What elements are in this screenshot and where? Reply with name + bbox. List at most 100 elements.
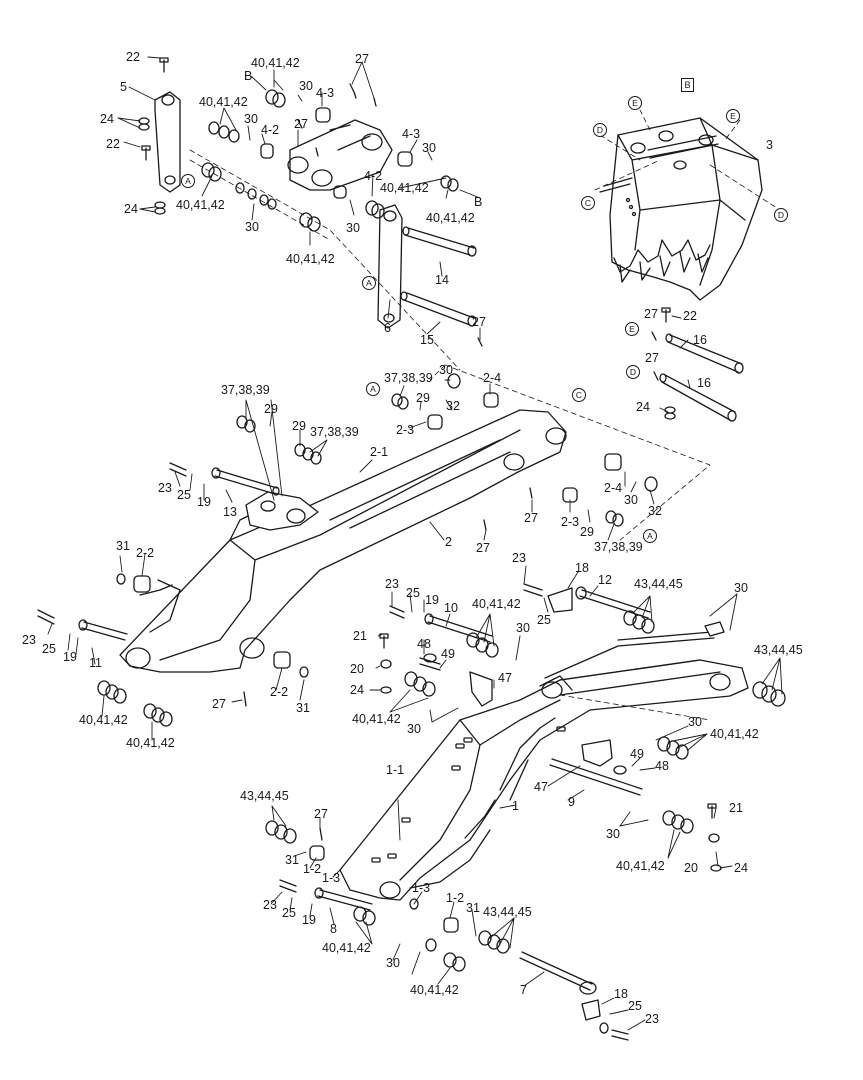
callout-30: 30	[422, 141, 436, 155]
callout-25: 25	[282, 906, 296, 920]
callout-32: 32	[446, 399, 460, 413]
callout-40-41-42: 40,41,42	[286, 252, 335, 266]
callout-2-1: 2-1	[370, 445, 389, 459]
callout-19: 19	[63, 650, 77, 664]
callout-40-41-42: 40,41,42	[126, 736, 175, 750]
callout-43-44-45: 43,44,45	[240, 789, 289, 803]
callout-37-38-39: 37,38,39	[384, 371, 433, 385]
callout-1-3: 1-3	[322, 871, 341, 885]
callout-40-41-42: 40,41,42	[322, 941, 371, 955]
callout-43-44-45: 43,44,45	[634, 577, 683, 591]
ref-marker-a: A	[643, 529, 657, 543]
callout-2-2: 2-2	[270, 685, 289, 699]
callout-4-3: 4-3	[402, 127, 421, 141]
callout-1-2: 1-2	[303, 862, 322, 876]
callout-1-3: 1-3	[412, 881, 431, 895]
callout-30: 30	[346, 221, 360, 235]
callout-2-3: 2-3	[561, 515, 580, 529]
callout-31: 31	[296, 701, 310, 715]
callout-30: 30	[734, 581, 748, 595]
callout-48: 48	[417, 637, 431, 651]
callout-27: 27	[644, 307, 658, 321]
callout-20: 20	[684, 861, 698, 875]
callout-30: 30	[244, 112, 258, 126]
callout-30: 30	[688, 715, 702, 729]
callout-40-41-42: 40,41,42	[380, 181, 429, 195]
callout-30: 30	[606, 827, 620, 841]
callout-9: 9	[568, 795, 575, 809]
callout-25: 25	[537, 613, 551, 627]
bucket-part	[599, 117, 763, 301]
fasteners-part	[37, 57, 722, 1041]
callout-8: 8	[330, 922, 337, 936]
callout-32: 32	[648, 504, 662, 518]
callout-7: 7	[520, 983, 527, 997]
callout-25: 25	[177, 488, 191, 502]
callout-27: 27	[524, 511, 538, 525]
callout-11: 11	[89, 656, 102, 670]
callout-27: 27	[645, 351, 659, 365]
callout-27: 27	[476, 541, 490, 555]
callout-27: 27	[314, 807, 328, 821]
callout-40-41-42: 40,41,42	[472, 597, 521, 611]
callout-24: 24	[124, 202, 138, 216]
callout-30: 30	[624, 493, 638, 507]
callout-40-41-42: 40,41,42	[251, 56, 300, 70]
callout-2-2: 2-2	[136, 546, 155, 560]
ref-marker-a: A	[181, 174, 195, 188]
ref-marker-d: D	[774, 208, 788, 222]
callout-1: 1	[512, 799, 519, 813]
callout-47: 47	[498, 671, 512, 685]
callout-b: B	[244, 69, 253, 83]
callout-4-3: 4-3	[316, 86, 335, 100]
callout-47: 47	[534, 780, 548, 794]
callout-49: 49	[630, 747, 644, 761]
callout-13: 13	[223, 505, 237, 519]
callout-4-2: 4-2	[261, 123, 280, 137]
callout-20: 20	[350, 662, 364, 676]
pins-part	[78, 226, 744, 995]
reference-lines	[189, 109, 781, 721]
callout-23: 23	[22, 633, 36, 647]
callout-30: 30	[299, 79, 313, 93]
callout-49: 49	[441, 647, 455, 661]
callout-29: 29	[264, 402, 278, 416]
callout-37-38-39: 37,38,39	[594, 540, 643, 554]
links-part	[154, 91, 403, 329]
callout-29: 29	[580, 525, 594, 539]
ref-marker-c: C	[572, 388, 586, 402]
callout-2-4: 2-4	[483, 371, 502, 385]
callout-1-1: 1-1	[386, 763, 405, 777]
callout-22: 22	[106, 137, 120, 151]
callout-24: 24	[350, 683, 364, 697]
callout-40-41-42: 40,41,42	[79, 713, 128, 727]
callout-30: 30	[386, 956, 400, 970]
callout-19: 19	[425, 593, 439, 607]
ref-marker-a: A	[362, 276, 376, 290]
callout-24: 24	[734, 861, 748, 875]
callout-30: 30	[245, 220, 259, 234]
callout-15: 15	[420, 333, 434, 347]
callout-40-41-42: 40,41,42	[199, 95, 248, 109]
ref-marker-e: E	[628, 96, 642, 110]
callout-10: 10	[444, 601, 458, 615]
callout-1-2: 1-2	[446, 891, 465, 905]
callout-2: 2	[445, 535, 452, 549]
ref-marker-a: A	[366, 382, 380, 396]
callout-16: 16	[693, 333, 707, 347]
ref-marker-c: C	[581, 196, 595, 210]
callout-31: 31	[466, 901, 480, 915]
callout-5: 5	[120, 80, 127, 94]
ref-marker-b: B	[681, 78, 694, 92]
callout-40-41-42: 40,41,42	[426, 211, 475, 225]
callout-31: 31	[285, 853, 299, 867]
callout-27: 27	[472, 315, 486, 329]
callout-24: 24	[636, 400, 650, 414]
callout-27: 27	[355, 52, 369, 66]
callout-24: 24	[100, 112, 114, 126]
ref-marker-d: D	[626, 365, 640, 379]
callout-18: 18	[614, 987, 628, 1001]
callout-21: 21	[729, 801, 743, 815]
callout-25: 25	[406, 586, 420, 600]
